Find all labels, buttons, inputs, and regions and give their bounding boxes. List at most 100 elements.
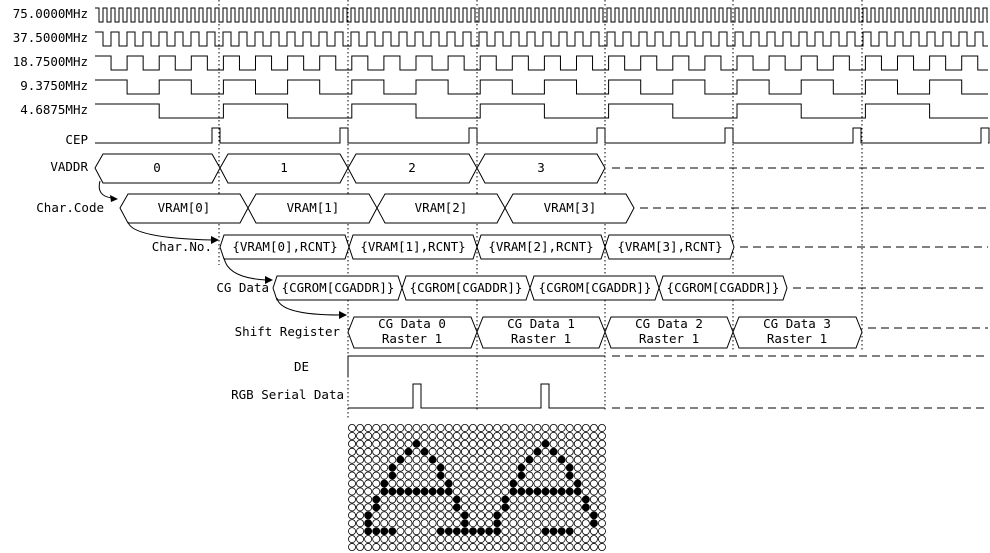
shift-register-value-0-line1: CG Data 0 <box>378 316 446 331</box>
pixel-off <box>477 423 485 432</box>
pixel-on <box>493 511 502 520</box>
pixel-off <box>364 431 373 440</box>
label-clk-37mhz: 37.5000MHz <box>13 30 88 45</box>
cg-data-cell <box>658 275 788 301</box>
pixel-off <box>565 455 574 464</box>
pixel-on <box>404 487 413 496</box>
pixel-off <box>436 423 445 432</box>
pixel-off <box>597 511 606 520</box>
pixel-off <box>597 535 606 544</box>
pixel-off <box>541 471 550 480</box>
pixel-off <box>364 495 373 504</box>
pixel-off <box>485 503 494 512</box>
pixel-off <box>404 495 413 504</box>
pixel-off <box>485 543 494 552</box>
pixel-off <box>428 511 437 520</box>
pixel-off <box>380 511 389 520</box>
pixel-off <box>597 471 606 480</box>
pixel-off <box>412 519 421 528</box>
pixel-off <box>573 495 582 504</box>
pixel-off <box>372 431 381 440</box>
pixel-off <box>541 503 550 512</box>
pixel-off <box>468 511 477 520</box>
pixel-off <box>388 455 397 464</box>
pixel-off <box>452 487 461 496</box>
pixel-off <box>428 447 437 456</box>
pixel-on <box>533 447 542 456</box>
pixel-off <box>372 479 381 488</box>
pixel-on <box>452 503 461 512</box>
pixel-off <box>396 439 405 448</box>
pixel-off <box>372 543 381 552</box>
pixel-off <box>412 463 421 472</box>
pixel-off <box>549 471 558 480</box>
pixel-off <box>404 543 413 552</box>
pixel-off <box>444 543 453 552</box>
pixel-off <box>348 471 356 480</box>
pixel-off <box>517 503 526 512</box>
pixel-off <box>509 495 518 504</box>
pixel-off <box>525 527 534 536</box>
pixel-off <box>517 511 526 520</box>
pixel-off <box>380 495 389 504</box>
pixel-off <box>428 495 437 504</box>
pixel-off <box>565 439 574 448</box>
pixel-off <box>589 487 598 496</box>
pixel-on <box>404 447 413 456</box>
pixel-off <box>477 511 485 520</box>
pixel-off <box>509 543 518 552</box>
pixel-off <box>485 519 494 528</box>
pixel-off <box>468 439 477 448</box>
pixel-off <box>517 527 526 536</box>
char-no-value-1: {VRAM[1],RCNT} <box>360 239 465 254</box>
clock-waves <box>95 7 988 119</box>
pixel-off <box>412 535 421 544</box>
pixel-off <box>396 471 405 480</box>
pixel-on <box>477 527 485 536</box>
pixel-off <box>501 511 510 520</box>
pixel-off <box>533 543 542 552</box>
pixel-off <box>396 495 405 504</box>
pixel-off <box>420 455 429 464</box>
pixel-off <box>517 519 526 528</box>
pixel-off <box>444 519 453 528</box>
pixel-on <box>565 527 574 536</box>
pixel-off <box>517 439 526 448</box>
pixel-off <box>573 519 582 528</box>
pixel-off <box>525 463 534 472</box>
label-char-no: Char.No. <box>152 239 212 254</box>
pixel-off <box>573 455 582 464</box>
pixel-on <box>493 519 502 528</box>
pixel-on <box>493 527 502 536</box>
pixel-off <box>549 463 558 472</box>
pixel-off <box>557 543 566 552</box>
pixel-off <box>356 431 365 440</box>
pixel-on <box>436 487 445 496</box>
pixel-off <box>404 503 413 512</box>
pixel-off <box>420 471 429 480</box>
pixel-on <box>557 527 566 536</box>
pixel-on <box>452 527 461 536</box>
pixel-off <box>493 431 502 440</box>
cg-data-value-0: {CGROM[CGADDR]} <box>282 280 395 295</box>
pixel-off <box>428 439 437 448</box>
pixel-off <box>501 423 510 432</box>
pixel-off <box>573 439 582 448</box>
pixel-off <box>501 487 510 496</box>
shift-register-value-3-line1: CG Data 3 <box>763 316 831 331</box>
pixel-off <box>420 535 429 544</box>
pixel-off <box>444 495 453 504</box>
pixel-off <box>557 447 566 456</box>
pixel-off <box>444 471 453 480</box>
pixel-off <box>444 463 453 472</box>
pixel-off <box>557 423 566 432</box>
label-clk-75mhz: 75.0000MHz <box>13 6 88 21</box>
pixel-off <box>477 519 485 528</box>
label-char-code: Char.Code <box>36 200 104 215</box>
pixel-off <box>380 447 389 456</box>
pixel-off <box>477 479 485 488</box>
pixel-off <box>404 479 413 488</box>
pixel-off <box>573 431 582 440</box>
cg-data-bus: {CGROM[CGADDR]} {CGROM[CGADDR]} {CGROM[C… <box>272 275 988 301</box>
pixel-off <box>372 439 381 448</box>
